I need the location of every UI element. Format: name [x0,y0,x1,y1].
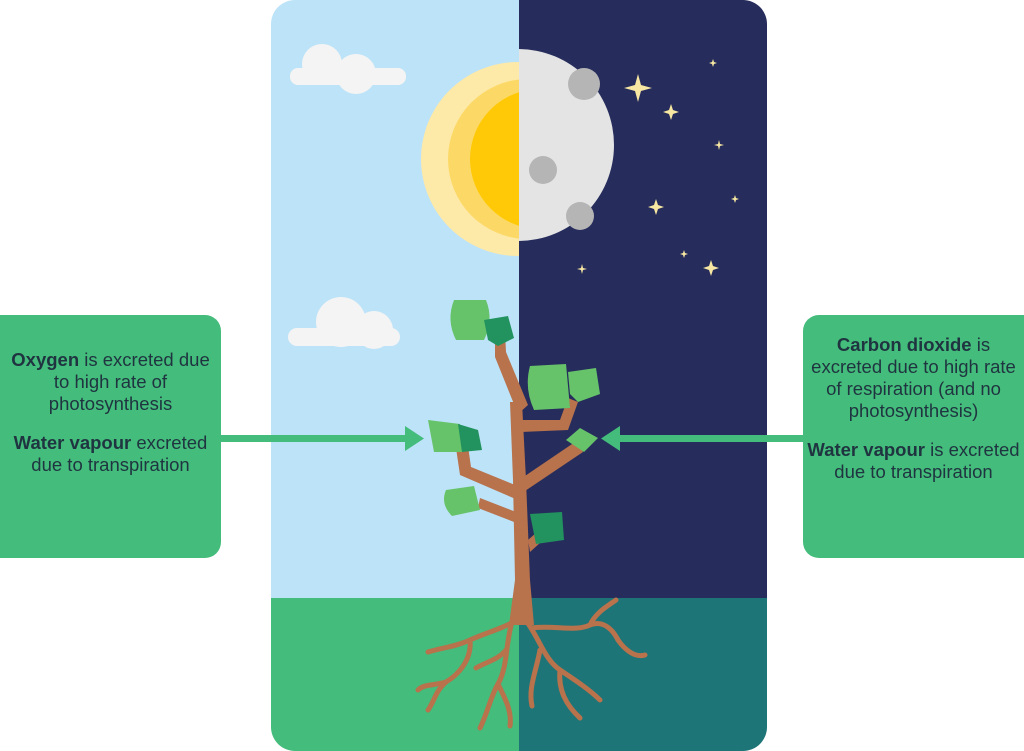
water-vapour-night-line: Water vapour is excreted due to transpir… [807,439,1020,483]
tree-leaves [428,300,600,544]
stars [577,59,739,276]
star-icon [624,74,652,102]
leaf-icon [527,364,570,410]
water-vapour-day-line: Water vapour excreted due to transpirati… [4,432,217,476]
right-arrow [601,426,803,451]
water-vapour-night-label: Water vapour [807,439,925,460]
carbon-dioxide-text: is excreted due to high rate of respirat… [811,334,1016,421]
leaf-icon [568,368,600,402]
leaf-icon [530,512,564,544]
night-ground [519,598,767,751]
leaf-icon [444,486,480,516]
day-info-box: Oxygen is excreted due to high rate of p… [0,315,221,558]
moon-icon [519,49,614,241]
carbon-dioxide-line: Carbon dioxide is excreted due to high r… [807,334,1020,422]
day-ground [271,598,519,751]
night-info-box: Carbon dioxide is excreted due to high r… [803,315,1024,558]
tree-roots [415,597,648,731]
scene-panel [271,0,767,751]
oxygen-text: is excreted due to high rate of photosyn… [48,349,210,414]
star-icon [648,199,664,215]
left-arrow [221,426,424,451]
star-icon [680,250,688,258]
star-icon [709,59,717,67]
tree-trunk [456,333,583,625]
oxygen-line: Oxygen is excreted due to high rate of p… [4,349,217,415]
star-icon [714,140,724,150]
star-icon [731,195,739,203]
leaf-icon [458,424,482,452]
star-icon [703,260,719,276]
cloud-icon [290,44,406,94]
carbon-dioxide-label: Carbon dioxide [836,334,972,355]
leaf-icon [566,428,598,452]
water-vapour-day-label: Water vapour [13,432,132,453]
oxygen-label: Oxygen [11,349,80,370]
star-icon [577,264,587,274]
star-icon [663,104,679,120]
sun-icon [421,62,519,256]
arrow-head-icon [405,426,424,451]
leaf-icon [484,316,514,346]
water-vapour-day-text: excreted due to transpiration [31,432,208,475]
arrow-head-icon [601,426,620,451]
leaf-icon [450,300,490,340]
leaf-icon [428,420,462,452]
water-vapour-night-text: is excreted due to transpiration [834,439,1020,482]
cloud-icon [288,297,400,349]
